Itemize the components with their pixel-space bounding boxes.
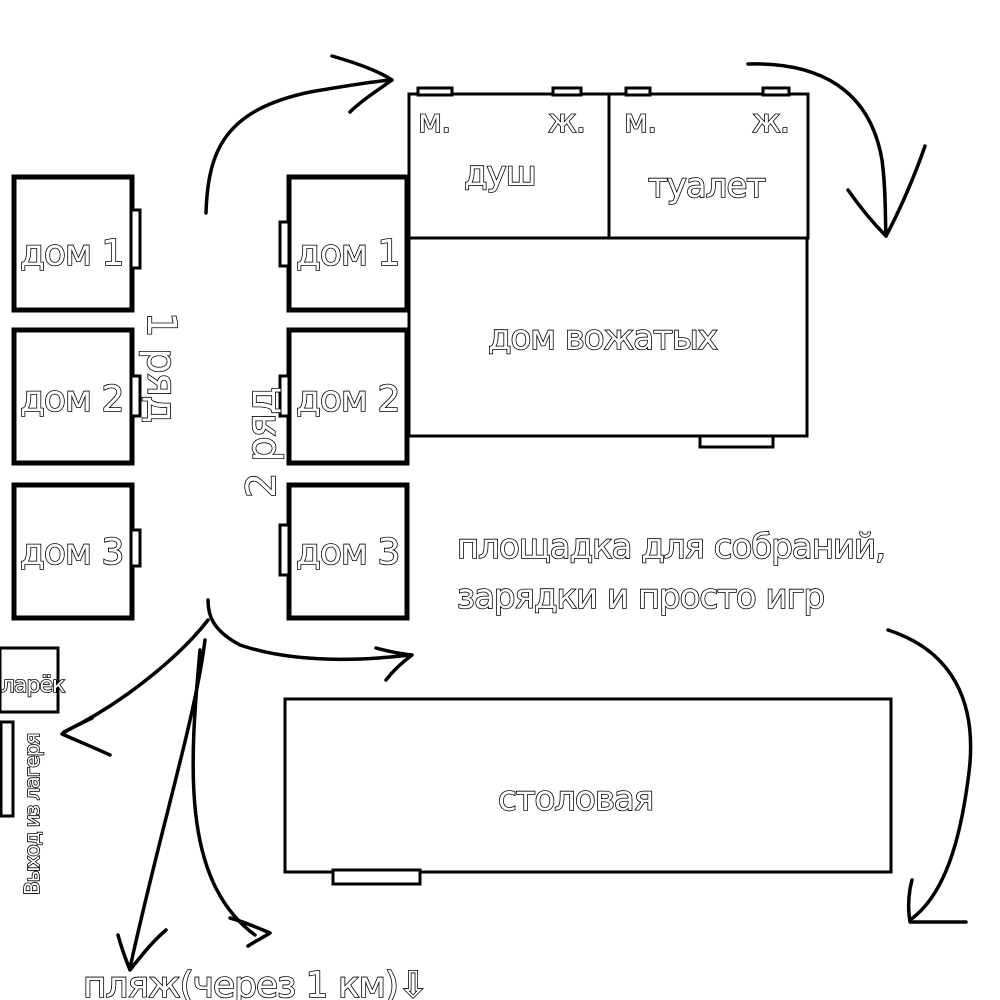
toilet-women-door [761,86,791,97]
arrow-to-square-head [374,646,414,682]
canteen-door [331,868,422,886]
canteen [283,697,893,874]
house-3-row-1-door [129,528,142,568]
house-2-row-1 [11,327,135,466]
shower-women-door [551,86,583,97]
counselors-house-label: дом вожатых [488,318,718,358]
house-1-row-2-door [278,220,291,268]
house-1-row-1-door [129,208,142,270]
toilet-women-label: ж. [752,102,789,140]
arrow-to-exit [62,618,210,734]
arrow-to-beach-right [191,648,257,937]
square-label-line-2: зарядки и просто игр [457,577,824,617]
house-3-row-2-label: дом 3 [296,532,399,573]
house-1-row-2-label: дом 1 [296,233,399,274]
shower-label: душ [464,154,536,194]
house-2-row-2 [286,327,410,466]
arrow-to-beach-left-head [116,928,168,972]
house-2-row-2-door [278,374,291,418]
arrow-to-showers [204,78,392,215]
arrow-top-right-head [846,144,927,238]
counselors-house-door [698,434,775,449]
house-2-row-1-label: дом 2 [20,379,123,420]
shower-women-label: ж. [548,102,585,140]
row-1-label: 1 ряд [138,312,184,422]
house-2-row-1-door [129,374,142,418]
canteen-label: столовая [498,779,653,819]
camp-exit-label: Выход из лагеря [20,734,44,895]
arrow-to-beach-left [128,638,207,970]
beach-label: пляж(через 1 км)⇩ [83,965,427,1000]
arrow-to-exit-head [60,716,112,757]
house-3-row-2-door [278,523,291,577]
house-3-row-1-label: дом 3 [20,532,123,573]
square-label-line-1: площадка для собраний, [457,527,885,567]
arrow-to-square [206,598,412,662]
row-2-label: 2 ряд [239,388,285,498]
shower-men-door [416,86,454,97]
arrow-top-right [746,62,888,238]
route-arrows [60,54,973,972]
toilet-men-label: м. [624,102,656,140]
arrow-to-beach-right-head [228,916,272,948]
shower-men-label: м. [418,102,450,140]
arrow-to-showers-head [330,54,394,114]
toilet-men-door [624,86,652,97]
house-3-row-2 [286,482,410,621]
house-2-row-2-label: дом 2 [296,379,399,420]
house-1-row-2 [286,174,410,313]
kiosk-label: ларёк [1,673,65,698]
kiosk [0,646,60,714]
camp-exit [0,720,15,818]
house-1-row-1-label: дом 1 [20,233,123,274]
toilet-label: туалет [648,166,765,206]
house-1-row-1 [11,174,135,313]
counselors-house [407,236,809,438]
arrow-to-canteen-head [906,878,968,924]
arrow-to-canteen [886,628,973,922]
